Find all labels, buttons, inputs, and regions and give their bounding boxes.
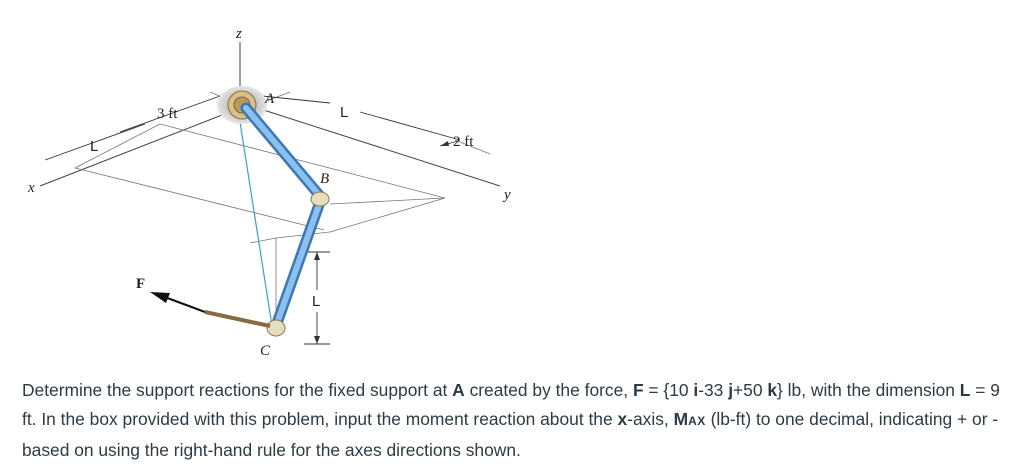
pipe	[240, 102, 326, 332]
axis-ref: x	[617, 409, 628, 429]
force-vector	[150, 292, 271, 328]
y-axis-line	[247, 104, 501, 187]
line-of-action	[239, 121, 273, 327]
dimension-arrowheads	[314, 141, 449, 344]
problem-statement: Determine the support reactions for the …	[22, 380, 1000, 460]
dim-L-left-line	[44, 123, 146, 161]
y-axis-label: y	[502, 187, 511, 203]
dim-L-top-line	[261, 95, 331, 104]
moment-subscript: AX	[688, 414, 706, 428]
unit-k: k	[767, 380, 778, 400]
point-c-label: C	[260, 343, 271, 359]
elbow-c	[266, 319, 286, 337]
dimension-symbol: L	[959, 380, 971, 400]
pipe-elbows	[266, 191, 330, 337]
dim-L-vertical-label: L	[312, 293, 320, 310]
force-label: F	[136, 276, 145, 292]
elbow-b	[310, 191, 330, 207]
force-arrowhead	[150, 292, 170, 303]
dimension-lines	[44, 95, 461, 345]
point-b-label: B	[320, 171, 329, 187]
x-axis-label: x	[27, 180, 35, 196]
dim-2ft-label: 2 ft	[453, 134, 474, 150]
x-axis-line	[39, 107, 241, 187]
dim-L-top-line-2	[359, 111, 461, 141]
force-symbol: F	[632, 380, 644, 400]
dim-L-left-label: L	[90, 138, 98, 155]
z-axis-label: z	[235, 26, 242, 42]
unit-j: j	[728, 380, 734, 400]
unit-i: i	[693, 380, 699, 400]
dim-L-top-label: L	[340, 104, 348, 121]
pipe-assembly-diagram: z x y A B C F 3 ft 2 ft L L L	[27, 26, 511, 359]
point-a-label: A	[264, 91, 275, 107]
point-a-ref: A	[452, 380, 465, 400]
dim-3ft-line	[119, 95, 221, 133]
moment-symbol: M	[673, 409, 689, 429]
dim-3ft-label: 3 ft	[157, 106, 178, 122]
coordinate-axes	[39, 42, 501, 187]
